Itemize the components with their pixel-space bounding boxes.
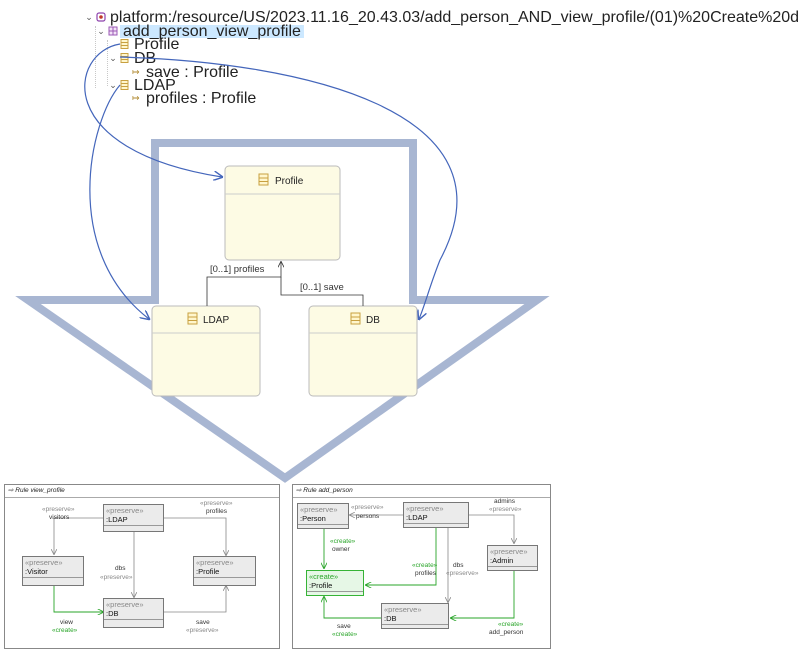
label-owner-stereo: «create» bbox=[330, 538, 356, 545]
tree-class-label: LDAP bbox=[134, 77, 176, 94]
tree-package-label: add_person_view_profile bbox=[120, 24, 304, 40]
chevron-down-icon[interactable]: ⌄ bbox=[109, 53, 117, 63]
label-profiles: profiles bbox=[206, 508, 227, 515]
rule-node-ldap: «preserve» :LDAP bbox=[403, 502, 469, 528]
chevron-down-icon[interactable]: ⌄ bbox=[85, 12, 93, 22]
class-box-ldap: LDAP bbox=[151, 305, 261, 397]
label-view-stereo: «create» bbox=[52, 627, 78, 634]
rule-node-visitor: «preserve» :Visitor bbox=[22, 556, 84, 586]
edge-label-save: [0..1] save bbox=[300, 282, 344, 293]
label-add-person: add_person bbox=[489, 629, 524, 636]
class-diagram: Profile LDAP DB [0..1] profiles [0..1] s… bbox=[15, 43, 550, 483]
rule-node-db: «preserve» :DB bbox=[103, 598, 164, 628]
label-owner: owner bbox=[332, 546, 350, 553]
tree-ref-label: save : Profile bbox=[146, 64, 239, 81]
edge-label-profiles: [0..1] profiles bbox=[210, 264, 265, 275]
rule-arrow-icon: ⇨ bbox=[296, 487, 302, 494]
label-profiles-stereo: «preserve» bbox=[200, 500, 233, 507]
class-name-ldap: LDAP bbox=[203, 315, 229, 326]
class-name-db: DB bbox=[366, 315, 380, 326]
edge-ldap-profiles bbox=[206, 262, 281, 306]
label-save-stereo: «preserve» bbox=[186, 627, 219, 634]
rule-title: ⇨ Rule view_profile bbox=[5, 485, 279, 498]
link-ldap bbox=[89, 84, 149, 319]
class-box-profile: Profile bbox=[224, 165, 341, 261]
class-icon bbox=[120, 39, 129, 49]
label-dbs-stereo: «preserve» bbox=[100, 574, 133, 581]
label-persons-stereo: «preserve» bbox=[351, 504, 384, 511]
rule-view-profile-edges bbox=[0, 517, 555, 658]
label-view: view bbox=[60, 619, 74, 626]
rule-title: ⇨ Rule add_person bbox=[293, 485, 550, 498]
label-visitors-stereo: «preserve» bbox=[42, 506, 75, 513]
label-dbs: dbs bbox=[115, 565, 126, 572]
edge-db-save bbox=[280, 277, 364, 306]
rule-node-db: «preserve» :DB bbox=[381, 603, 449, 629]
label-save: save bbox=[196, 619, 210, 626]
rule-node-profile: «preserve» :Profile bbox=[193, 556, 256, 586]
rule-add-person-edges bbox=[0, 0, 555, 658]
label-save: save bbox=[337, 623, 351, 630]
class-box-db: DB bbox=[308, 305, 418, 397]
label-persons: persons bbox=[356, 513, 380, 520]
label-visitors: visitors bbox=[49, 514, 70, 521]
model-file-icon bbox=[96, 12, 106, 22]
reference-icon: ↦ bbox=[132, 93, 140, 103]
link-db bbox=[119, 56, 458, 319]
label-add-person-stereo: «create» bbox=[498, 621, 524, 628]
label-profiles-stereo: «create» bbox=[412, 562, 438, 569]
label-save-stereo: «create» bbox=[332, 631, 358, 638]
chevron-down-icon[interactable]: ⌄ bbox=[97, 26, 105, 36]
rule-title-text: Rule view_profile bbox=[15, 487, 65, 494]
link-profile bbox=[84, 43, 222, 177]
rule-node-ldap: «preserve» :LDAP bbox=[103, 504, 164, 532]
rule-title-text: Rule add_person bbox=[303, 487, 353, 494]
class-name-profile: Profile bbox=[275, 176, 304, 187]
rule-arrow-icon: ⇨ bbox=[8, 487, 14, 494]
reference-icon: ↦ bbox=[132, 67, 140, 77]
label-profiles: profiles bbox=[415, 570, 436, 577]
rule-node-person: «preserve» :Person bbox=[297, 503, 349, 529]
tree-root-path: platform:/resource/US/2023.11.16_20.43.0… bbox=[110, 9, 799, 26]
label-dbs: dbs bbox=[453, 562, 464, 569]
rule-node-admin: «preserve» :Admin bbox=[487, 545, 538, 571]
class-icon bbox=[120, 80, 129, 90]
chevron-down-icon[interactable]: ⌄ bbox=[109, 80, 117, 90]
label-dbs-stereo: «preserve» bbox=[446, 570, 479, 577]
tree-ref-label: profiles : Profile bbox=[146, 90, 257, 107]
tree-root-row[interactable]: ⌄ platform:/resource/US/2023.11.16_20.43… bbox=[84, 10, 799, 26]
label-admins-stereo: «preserve» bbox=[489, 506, 522, 513]
package-icon bbox=[108, 26, 118, 36]
label-admins: admins bbox=[494, 498, 515, 505]
rule-node-profile: «create» :Profile bbox=[306, 570, 364, 596]
tree-class-label: Profile bbox=[134, 36, 180, 53]
